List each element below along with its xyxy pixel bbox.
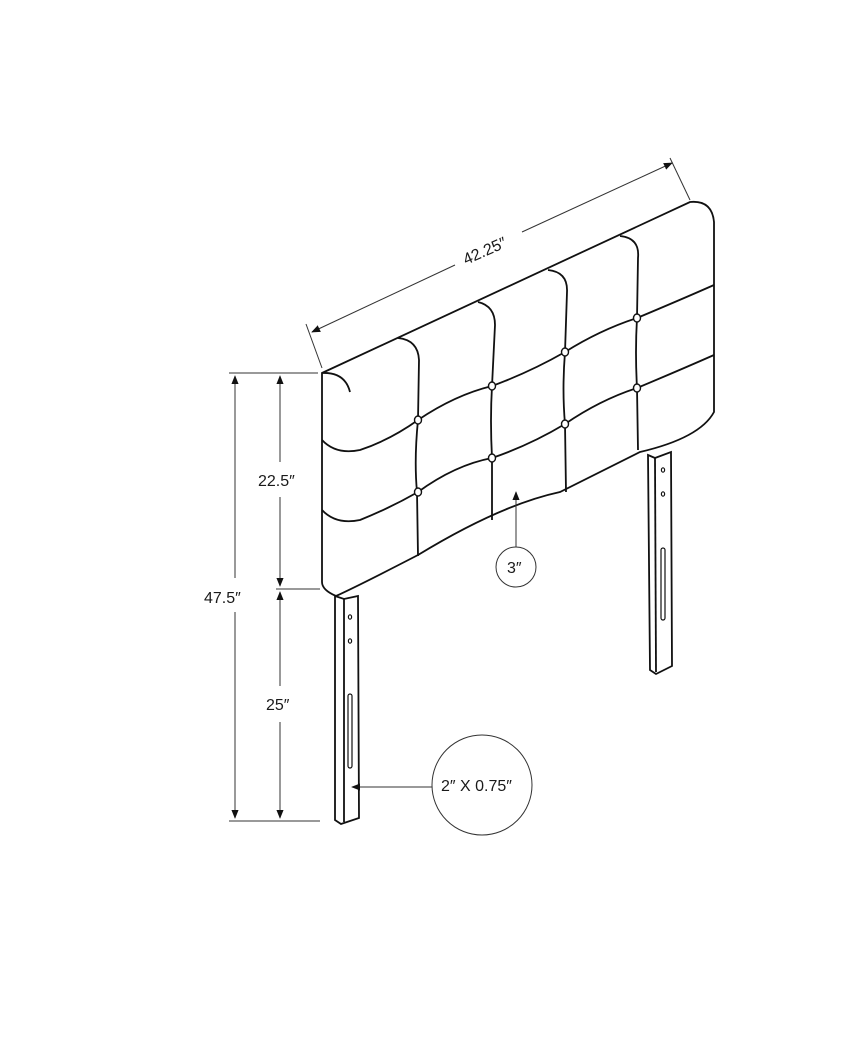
leg-section-callout: 2″ X 0.75″ <box>351 734 533 836</box>
left-leg <box>334 594 360 825</box>
height-dimensions: 47.5″ 22.5″ 25″ <box>204 372 320 822</box>
overall-height-label: 47.5″ <box>204 590 241 607</box>
right-leg <box>647 450 673 676</box>
leg-section-label: 2″ X 0.75″ <box>441 778 512 795</box>
width-label: 42.25″ <box>461 234 510 268</box>
depth-callout: 3″ <box>495 491 537 588</box>
leg-height-label: 25″ <box>266 697 290 714</box>
headboard-height-label: 22.5″ <box>258 473 295 490</box>
tuft-buttons <box>413 313 642 497</box>
headboard-panel <box>321 200 715 597</box>
depth-label: 3″ <box>507 560 522 577</box>
